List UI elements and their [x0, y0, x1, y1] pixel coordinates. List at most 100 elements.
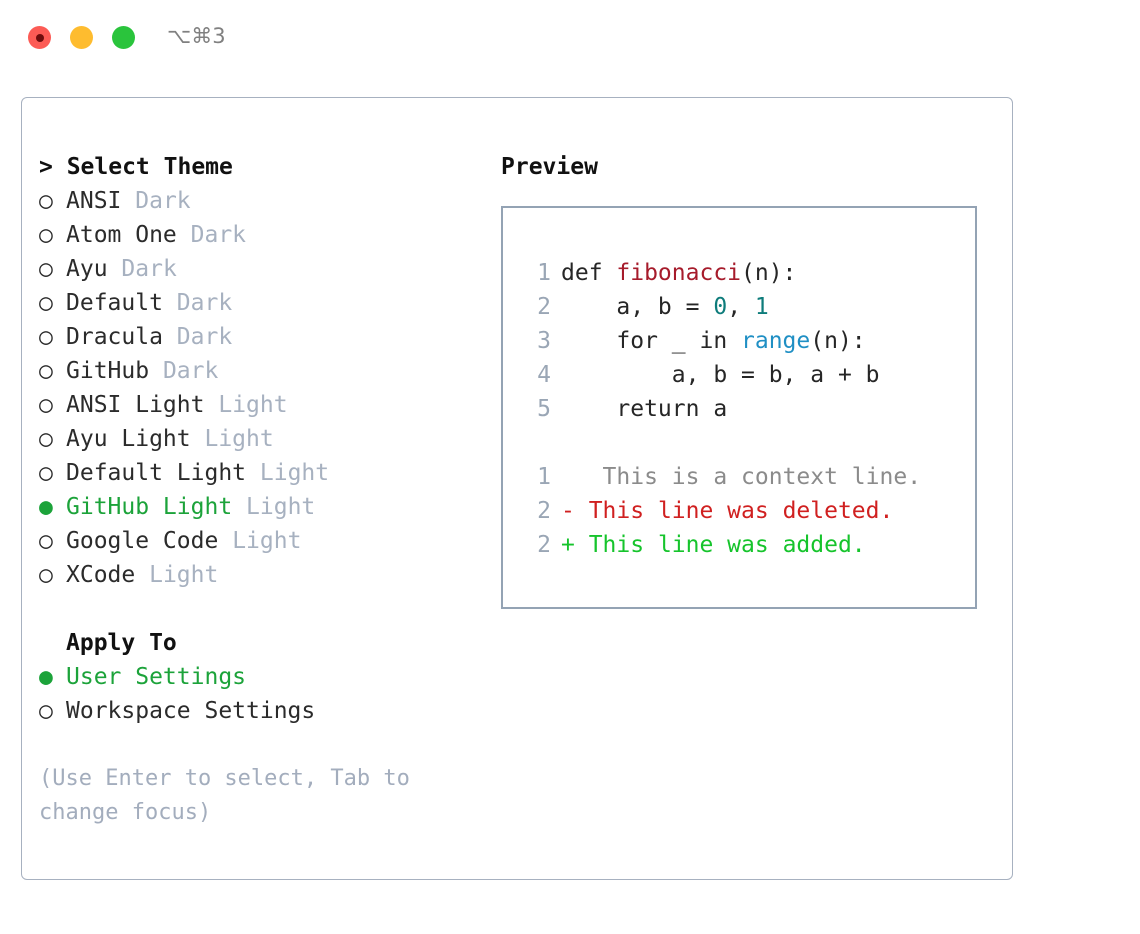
close-button[interactable]: [28, 26, 51, 49]
line-number: 1: [537, 260, 551, 286]
line-number: 5: [537, 396, 551, 422]
radio-unselected-icon: ○: [39, 460, 53, 486]
diff-line-context: 1 This is a context line.: [503, 460, 975, 494]
label-tag-gap: [135, 562, 149, 588]
code-token: ,: [727, 294, 755, 320]
line-number: 2: [537, 532, 551, 558]
label-tag-gap: [163, 324, 177, 350]
code-line: 5 return a: [503, 392, 975, 426]
line-number: 2: [537, 498, 551, 524]
code-line: 4 a, b = b, a + b: [503, 358, 975, 392]
code-token: a, b =: [561, 294, 714, 320]
minimize-button[interactable]: [70, 26, 93, 49]
radio-unselected-icon: ○: [39, 528, 53, 554]
title-bar: ⌥⌘3: [0, 0, 1140, 78]
code-line: 3 for _ in range(n):: [503, 324, 975, 358]
apply-to-list[interactable]: ●User Settings○Workspace Settings: [39, 660, 489, 728]
radio-unselected-icon: ○: [39, 222, 53, 248]
label-tag-gap: [218, 528, 232, 554]
code-token: for _ in: [561, 328, 742, 354]
code-token: def: [561, 260, 617, 286]
line-number: 4: [537, 362, 551, 388]
code-token: a, b = b, a + b: [561, 362, 880, 388]
theme-option-tag: Dark: [121, 256, 177, 282]
label-tag-gap: [121, 188, 135, 214]
line-number: 1: [537, 464, 551, 490]
theme-option-tag: Light: [204, 426, 274, 452]
theme-option-label: Atom One: [66, 222, 177, 248]
radio-unselected-icon: ○: [39, 358, 53, 384]
theme-option-label: ANSI: [66, 188, 122, 214]
diff-sign: [561, 464, 575, 490]
radio-unselected-icon: ○: [39, 426, 53, 452]
theme-option-default[interactable]: ○Default Dark: [39, 286, 489, 320]
preview-title: Preview: [501, 154, 598, 180]
theme-option-ayu-light[interactable]: ○ Ayu Light Light: [39, 422, 489, 456]
theme-option-default-light[interactable]: ○Default Light Light: [39, 456, 489, 490]
code-token: 0: [713, 294, 728, 320]
label-tag-gap: [232, 494, 246, 520]
theme-option-label: Dracula: [66, 324, 163, 350]
line-number: 2: [537, 294, 551, 320]
close-icon: [35, 33, 44, 42]
theme-option-atom-one[interactable]: ○ Atom One Dark: [39, 218, 489, 252]
theme-list[interactable]: ○ANSI Dark○Atom One Dark○Ayu Dark○Defaul…: [39, 184, 489, 592]
diff-text: This line was deleted.: [574, 498, 894, 524]
theme-option-dracula[interactable]: ○ Dracula Dark: [39, 320, 489, 354]
apply-to-option-workspace-settings[interactable]: ○Workspace Settings: [39, 694, 489, 728]
diff-sign: +: [561, 532, 575, 558]
theme-option-tag: Dark: [176, 324, 233, 350]
radio-unselected-icon: ○: [39, 256, 53, 282]
code-line: 2 a, b = 0, 1: [503, 290, 975, 324]
theme-option-tag: Dark: [176, 290, 233, 316]
theme-option-tag: Light: [149, 562, 219, 588]
diff-spacer: [503, 426, 975, 460]
list-spacer: [39, 592, 489, 626]
theme-option-label: Ayu Light: [66, 426, 191, 452]
theme-option-tag: Dark: [190, 222, 247, 248]
theme-option-github[interactable]: ○GitHub Dark: [39, 354, 489, 388]
code-line: 1 def fibonacci(n):: [503, 256, 975, 290]
theme-picker-column: > Select Theme ○ANSI Dark○Atom One Dark○…: [39, 150, 489, 830]
code-token: fibonacci: [616, 260, 742, 286]
diff-line-added: 2 + This line was added.: [503, 528, 975, 562]
theme-option-xcode[interactable]: ○XCode Light: [39, 558, 489, 592]
theme-option-label: ANSI Light: [66, 392, 205, 418]
theme-option-label: Default Light: [66, 460, 247, 486]
main-panel: > Select Theme ○ANSI Dark○Atom One Dark○…: [21, 97, 1013, 880]
line-number: 3: [537, 328, 551, 354]
apply-to-option-label: User Settings: [66, 664, 247, 690]
radio-unselected-icon: ○: [39, 698, 53, 724]
radio-unselected-icon: ○: [39, 188, 53, 214]
code-token: (n):: [810, 328, 866, 354]
label-tag-gap: [149, 358, 163, 384]
code-token: 1: [754, 294, 769, 320]
theme-option-github-light[interactable]: ●GitHub Light Light: [39, 490, 489, 524]
theme-option-google-code[interactable]: ○Google Code Light: [39, 524, 489, 558]
theme-option-tag: Light: [232, 528, 302, 554]
theme-option-tag: Light: [218, 392, 288, 418]
theme-option-tag: Dark: [135, 188, 191, 214]
radio-unselected-icon: ○: [39, 324, 53, 350]
diff-block: 1 This is a context line.2- This line wa…: [503, 460, 975, 562]
theme-option-label: GitHub: [66, 358, 150, 384]
theme-option-label: Ayu: [66, 256, 108, 282]
code-token: return a: [561, 396, 728, 422]
diff-line-deleted: 2- This line was deleted.: [503, 494, 975, 528]
diff-text: This line was added.: [574, 532, 866, 558]
radio-unselected-icon: ○: [39, 290, 53, 316]
apply-to-option-user-settings[interactable]: ●User Settings: [39, 660, 489, 694]
traffic-lights: [28, 26, 135, 49]
code-token: (n):: [741, 260, 797, 286]
theme-option-ansi-light[interactable]: ○ANSI Light Light: [39, 388, 489, 422]
theme-option-ayu[interactable]: ○ Ayu Dark: [39, 252, 489, 286]
maximize-button[interactable]: [112, 26, 135, 49]
theme-option-label: XCode: [66, 562, 136, 588]
theme-option-ansi[interactable]: ○ ANSI Dark: [39, 184, 489, 218]
diff-sign: -: [561, 498, 575, 524]
label-tag-gap: [177, 222, 191, 248]
theme-option-label: GitHub Light: [66, 494, 233, 520]
